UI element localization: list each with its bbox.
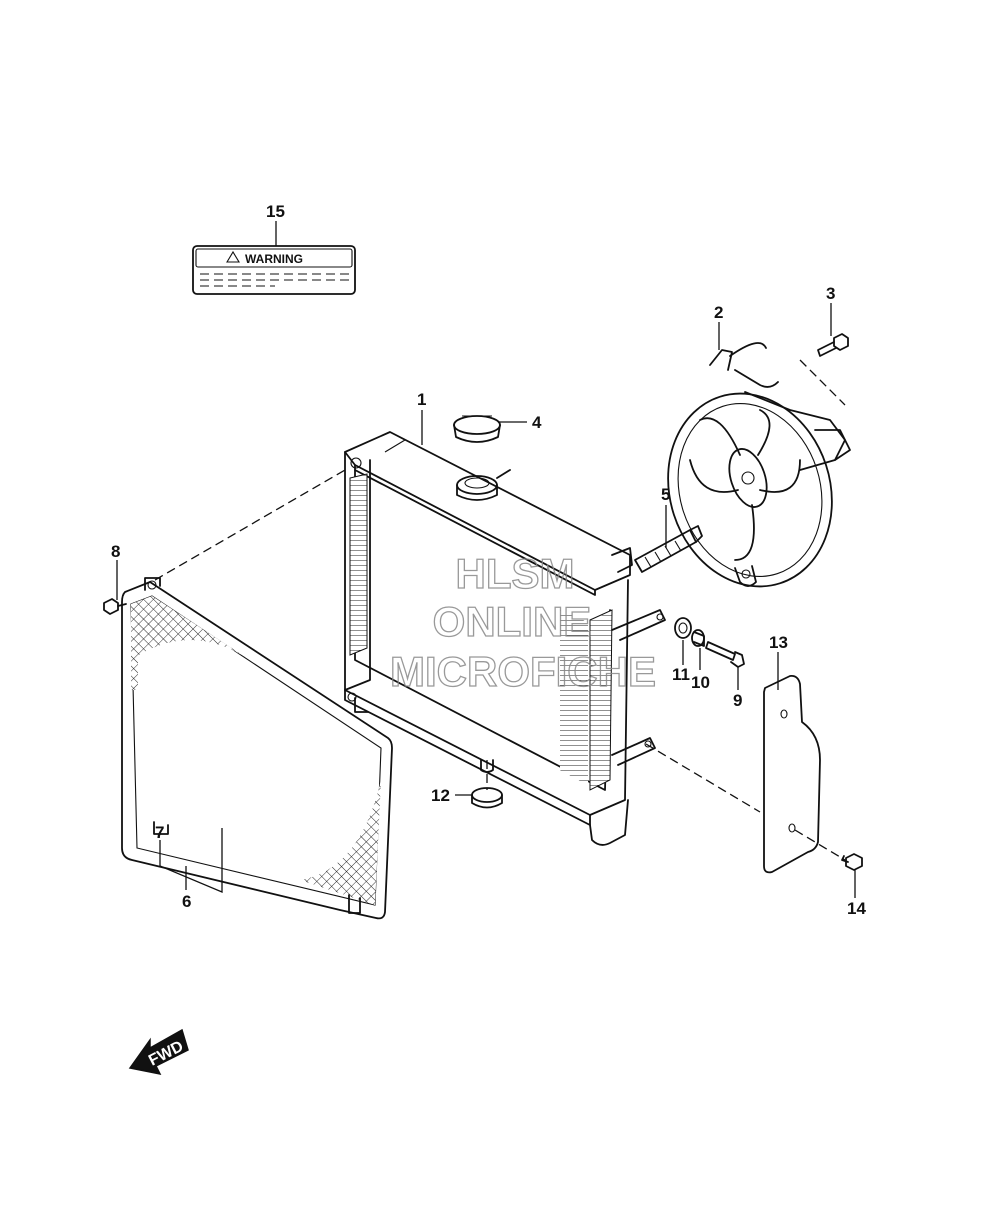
bolt-9 <box>705 641 745 668</box>
callout-4: 4 <box>532 413 542 432</box>
radiator-guard-part <box>103 577 393 920</box>
callout-14: 14 <box>847 899 866 918</box>
collar-10 <box>691 629 705 647</box>
radiator-part <box>344 431 666 846</box>
leader-lines <box>116 221 856 898</box>
warning-label-heading: WARNING <box>245 252 303 266</box>
cooling-fan-part <box>667 342 851 588</box>
callout-3: 3 <box>826 284 835 303</box>
callout-1: 1 <box>417 390 426 409</box>
forward-arrow: FWD <box>128 1028 189 1076</box>
screw-8 <box>103 598 127 615</box>
callout-15: 15 <box>266 202 285 221</box>
assembly-lines <box>154 359 846 861</box>
callout-8: 8 <box>111 542 120 561</box>
callout-10: 10 <box>691 673 710 692</box>
warning-triangle-icon <box>226 250 240 263</box>
callout-13: 13 <box>769 633 788 652</box>
thermo-switch-part <box>634 525 703 573</box>
callout-5: 5 <box>661 485 670 504</box>
bolt-3 <box>817 333 849 357</box>
watermark-line-3: MICROFICHE <box>390 648 656 695</box>
callout-numbers: 15 1 4 5 2 3 8 9 10 11 13 14 12 7 6 <box>111 202 866 918</box>
clip-14 <box>841 853 863 871</box>
watermark-line-1: HLSM <box>456 550 575 597</box>
watermark: HLSM ONLINE MICROFICHE <box>389 549 656 695</box>
callout-2: 2 <box>714 303 723 322</box>
callout-12: 12 <box>431 786 450 805</box>
callout-11: 11 <box>672 665 690 684</box>
warning-label-part: WARNING <box>192 245 356 295</box>
callout-6: 6 <box>182 892 191 911</box>
grommet-11 <box>674 617 692 639</box>
callout-9: 9 <box>733 691 742 710</box>
forward-arrow-icon <box>128 1028 189 1076</box>
side-plate-13 <box>763 675 821 874</box>
callout-7: 7 <box>155 823 164 842</box>
watermark-line-2: ONLINE <box>433 598 592 645</box>
radiator-cap-part <box>453 415 501 443</box>
